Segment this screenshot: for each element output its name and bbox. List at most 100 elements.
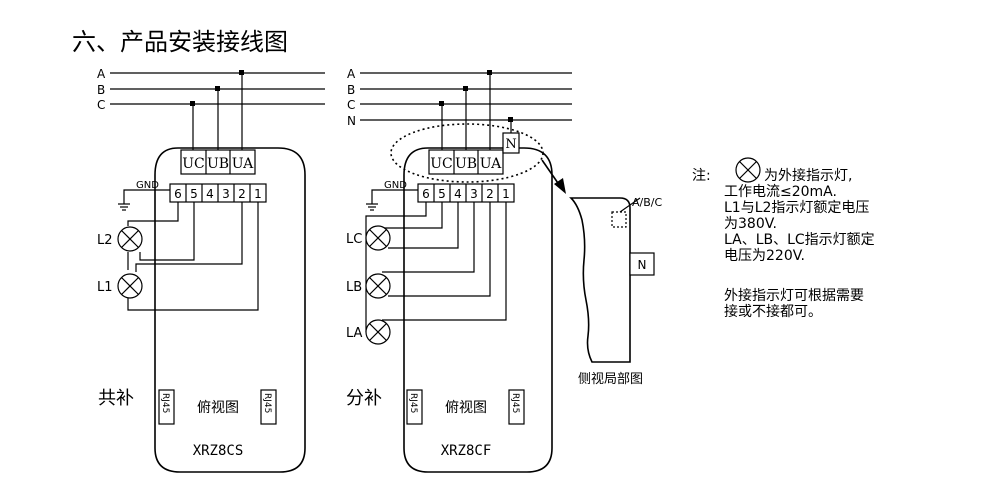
neutral-terminal: [502, 132, 520, 154]
mode-label: 分补: [346, 388, 382, 409]
terminal-4: 4: [454, 187, 462, 201]
device-body: [154, 147, 306, 473]
side-view-caption: 侧视局部图: [578, 372, 643, 387]
wire-t2: [388, 202, 491, 297]
right-diagram: A B C N UC UB UA N GND 6 5: [346, 67, 572, 473]
page-title: 六、产品安装接线图: [72, 28, 288, 56]
terminal-uc: UC: [430, 156, 453, 172]
detail-highlight-ellipse: [390, 123, 544, 183]
wire-t5: [139, 202, 195, 261]
terminal-ub: UB: [207, 156, 229, 172]
notes-line: 工作电流≤20mA.: [724, 184, 837, 200]
view-label: 俯视图: [445, 400, 487, 416]
mode-label: 共补: [98, 388, 134, 409]
side-view: A/B/C N 侧视局部图: [541, 159, 662, 387]
terminal-6: 6: [174, 187, 182, 201]
rj45-port-right: [260, 389, 277, 425]
terminal-ub: UB: [455, 156, 477, 172]
notes-prefix: 注:: [692, 168, 711, 184]
wire-t5: [382, 202, 443, 229]
wire-t1: [127, 202, 259, 311]
junction-dot: [487, 70, 492, 75]
wire-t3: [382, 202, 475, 273]
lamp-icon: [735, 157, 761, 183]
terminal-2: 2: [486, 187, 494, 201]
lamp-icon: [365, 273, 391, 299]
terminal-2: 2: [238, 187, 246, 201]
wire-t6: [127, 202, 179, 226]
voltage-terminal-block: [180, 149, 256, 175]
n-label: N: [638, 258, 647, 272]
notes-extra-line: 外接指示灯可根据需要: [724, 287, 864, 304]
phase-label-c: C: [347, 98, 355, 112]
phase-label-n: N: [347, 114, 356, 128]
terminal-3: 3: [222, 187, 230, 201]
device-body: [403, 147, 553, 473]
lamp-label-lc: LC: [346, 232, 362, 247]
notes-line: 电压为220V.: [724, 248, 805, 264]
rj45-port-left: [158, 389, 175, 425]
gnd-wire: [371, 189, 420, 204]
gnd-label: GND: [384, 180, 407, 191]
notes-line: 为380V.: [724, 216, 777, 232]
abc-label: A/B/C: [632, 196, 662, 209]
side-profile-shape: [569, 197, 631, 363]
terminal-uc: UC: [182, 156, 205, 172]
notes: 注: 为外接指示灯, 工作电流≤20mA. L1与L2指示灯额定电压 为380V…: [692, 157, 875, 320]
lamp-label-l2: L2: [97, 233, 113, 248]
notes-line: L1与L2指示灯额定电压: [724, 200, 869, 216]
rj45-label-left: RJ45: [160, 393, 170, 413]
lamp-label-l1: L1: [97, 280, 113, 295]
wire-t1: [382, 202, 507, 321]
junction-dot: [190, 101, 195, 106]
lamp-label-lb: LB: [346, 280, 362, 295]
terminal-4: 4: [206, 187, 214, 201]
notes-line: LA、LB、LC指示灯额定: [724, 232, 875, 248]
notes-extra-line: 接或不接都可。: [724, 303, 822, 320]
wire-t4: [388, 202, 459, 249]
lamp-icon: [117, 273, 143, 299]
terminal-3: 3: [470, 187, 478, 201]
gnd-label: GND: [136, 180, 159, 191]
junction-dot: [463, 86, 468, 91]
rj45-label-left: RJ45: [408, 393, 418, 413]
lamp-label-la: LA: [346, 326, 363, 341]
terminal-ua: UA: [480, 156, 502, 172]
terminal-5: 5: [190, 187, 198, 201]
view-label: 俯视图: [197, 400, 239, 416]
abc-leader: [619, 197, 641, 213]
wire-t6-common: [365, 202, 427, 332]
junction-dot: [239, 70, 244, 75]
phase-label-c: C: [97, 98, 105, 112]
junction-dot: [439, 101, 444, 106]
rj45-port-left: [406, 389, 423, 425]
model-name: XRZ8CF: [441, 443, 492, 459]
rj45-label-right: RJ45: [262, 393, 272, 413]
phase-label-b: B: [347, 83, 355, 97]
left-diagram: A B C UC UB UA GND 6 5 4 3: [97, 67, 325, 473]
gnd-wire: [123, 189, 172, 204]
lamp-icon: [117, 226, 143, 252]
terminal-1: 1: [502, 187, 510, 201]
wire-t2: [135, 202, 243, 272]
terminal-6: 6: [422, 187, 430, 201]
lamp-icon: [365, 225, 391, 251]
terminal-n: N: [505, 137, 516, 152]
terminal-5: 5: [438, 187, 446, 201]
phase-label-b: B: [97, 83, 105, 97]
model-name: XRZ8CS: [193, 443, 244, 459]
rj45-port-right: [508, 389, 525, 425]
junction-dot: [508, 117, 513, 122]
arrow-head-icon: [554, 178, 566, 194]
junction-dot: [215, 86, 220, 91]
terminal-1: 1: [254, 187, 262, 201]
n-terminal: [629, 252, 655, 276]
rj45-label-right: RJ45: [510, 393, 520, 413]
terminal-ua: UA: [232, 156, 254, 172]
phase-label-a: A: [347, 67, 356, 81]
notes-line-1: 为外接指示灯,: [764, 167, 852, 184]
voltage-terminal-block: [428, 149, 504, 175]
abc-terminal-dotted: [611, 211, 627, 228]
phase-label-a: A: [97, 67, 106, 81]
